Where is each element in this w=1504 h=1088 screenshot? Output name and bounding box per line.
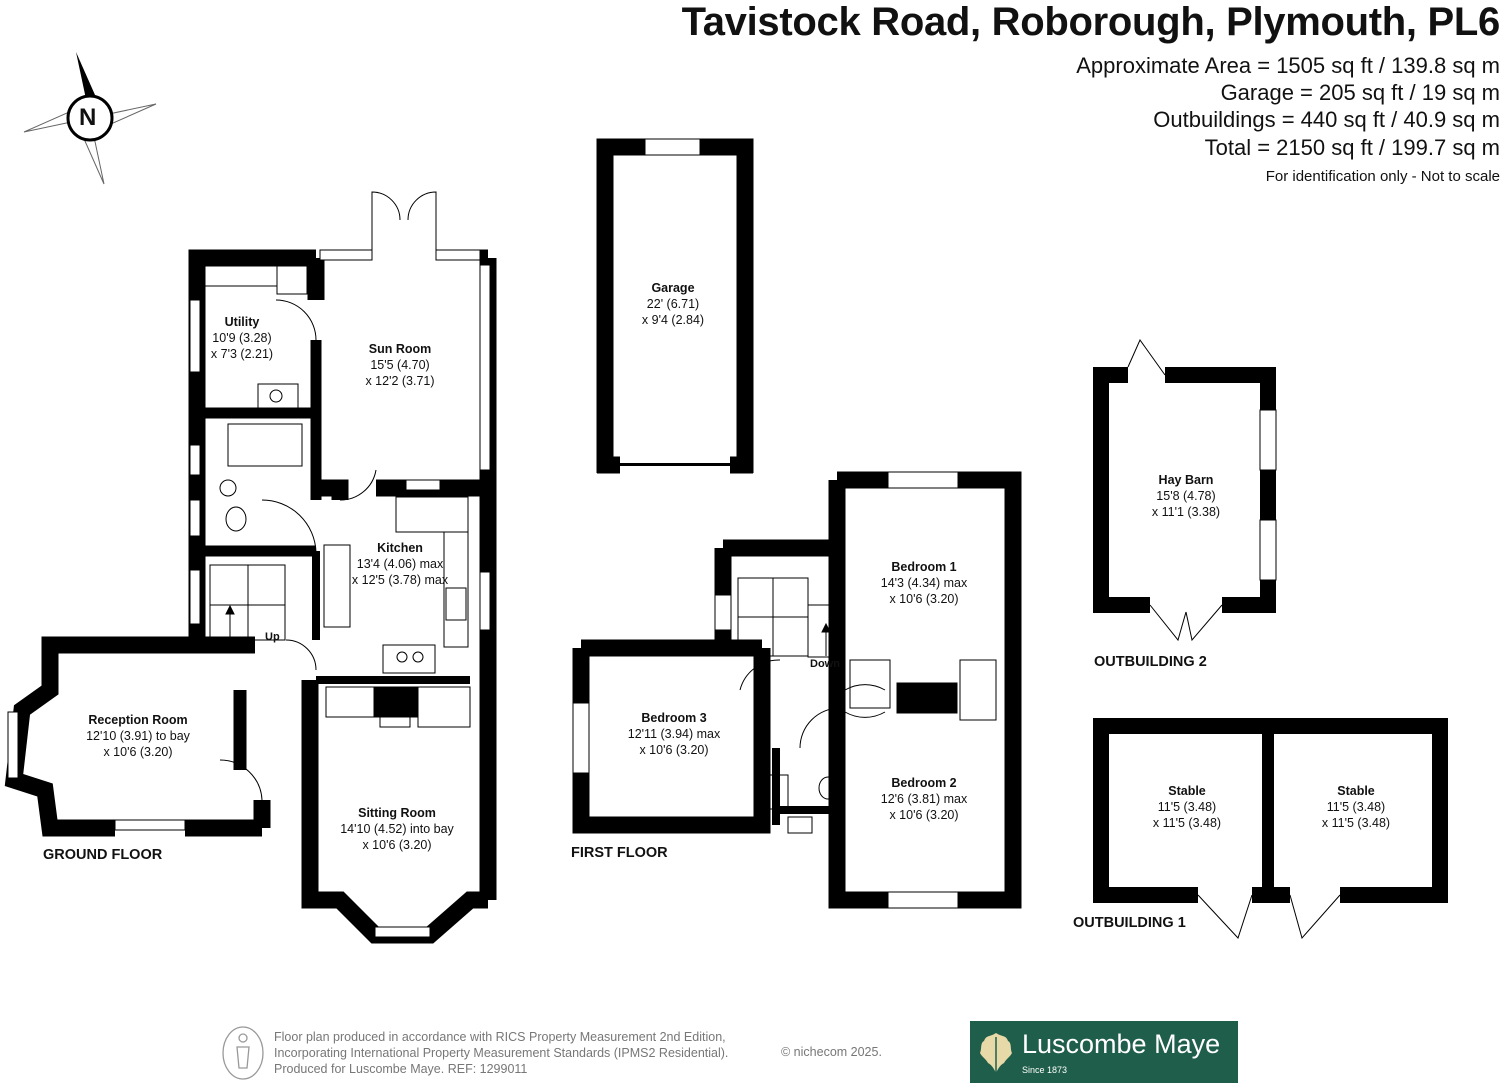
footer-line: Incorporating International Property Mea… [274, 1046, 729, 1060]
room-dimension: 11'5 (3.48) [1157, 800, 1217, 814]
room-name: Bedroom 1 [891, 560, 957, 574]
room-dimension: 12'11 (3.94) max [627, 727, 721, 741]
room-dimension: 14'3 (4.34) max [880, 576, 968, 590]
room-dimension: x 10'6 (3.20) [889, 808, 959, 822]
room-name: Stable [1337, 784, 1375, 798]
room-dimension: x 9'4 (2.84) [641, 313, 705, 327]
logo-since: Since 1873 [1022, 1065, 1068, 1075]
room-stable-2: Stable 11'5 (3.48) x 11'5 (3.48) [1322, 783, 1390, 831]
room-name: Bedroom 2 [891, 776, 957, 790]
compass-north-label: N [79, 104, 97, 131]
room-dimension: 10'9 (3.28) [212, 331, 272, 345]
first-floor-windows [572, 471, 959, 909]
room-dimension: 15'8 (4.78) [1156, 489, 1216, 503]
room-kitchen: Kitchen 13'4 (4.06) max x 12'5 (3.78) ma… [352, 540, 448, 588]
room-dimension: x 10'6 (3.20) [639, 743, 709, 757]
room-stable-1: Stable 11'5 (3.48) x 11'5 (3.48) [1153, 783, 1221, 831]
footer-line: Floor plan produced in accordance with R… [274, 1030, 726, 1044]
approximate-area: Approximate Area = 1505 sq ft / 139.8 sq… [1076, 53, 1500, 78]
outbuildings-area: Outbuildings = 440 sq ft / 40.9 sq m [1153, 107, 1500, 132]
outbuilding-1-label: OUTBUILDING 1 [1073, 915, 1186, 931]
footer-disclaimer: Floor plan produced in accordance with R… [274, 1029, 728, 1077]
ground-floor-fittings [202, 191, 471, 801]
footer-line: Produced for Luscombe Maye. REF: 1299011 [274, 1062, 528, 1076]
room-garage: Garage 22' (6.71) x 9'4 (2.84) [642, 280, 704, 328]
room-dimension: x 11'5 (3.48) [1152, 816, 1222, 830]
stairs-down-label: Down [810, 658, 840, 670]
room-dimension: x 11'1 (3.38) [1151, 505, 1221, 519]
first-floor-fittings [737, 577, 997, 810]
room-bedroom-1: Bedroom 1 14'3 (4.34) max x 10'6 (3.20) [881, 559, 967, 607]
stairs-up-label: Up [265, 631, 280, 643]
room-dimension: x 10'6 (3.20) [889, 592, 959, 606]
room-utility: Utility 10'9 (3.28) x 7'3 (2.21) [211, 314, 273, 362]
room-bedroom-2: Bedroom 2 12'6 (3.81) max x 10'6 (3.20) [881, 775, 967, 823]
garage-area: Garage = 205 sq ft / 19 sq m [1220, 80, 1500, 105]
room-name: Bedroom 3 [641, 711, 707, 725]
room-dimension: 13'4 (4.06) max [356, 557, 444, 571]
room-name: Utility [224, 315, 260, 329]
room-name: Sun Room [368, 342, 432, 356]
room-dimension: x 10'6 (3.20) [362, 838, 432, 852]
property-title: Tavistock Road, Roborough, Plymouth, PL6 [681, 0, 1501, 44]
room-name: Kitchen [377, 541, 423, 555]
room-dimension: x 12'5 (3.78) max [351, 573, 449, 587]
hay-barn-walls [1093, 367, 1276, 613]
room-dimension: 22' (6.71) [646, 297, 700, 311]
ground-floor-windows [7, 249, 491, 938]
room-dimension: 15'5 (4.70) [370, 358, 430, 372]
room-dimension: x 11'5 (3.48) [1321, 816, 1391, 830]
room-dimension: x 7'3 (2.21) [210, 347, 274, 361]
oak-leaf-icon [980, 1033, 1012, 1073]
footer-copyright: © nichecom 2025. [781, 1045, 882, 1059]
room-hay-barn: Hay Barn 15'8 (4.78) x 11'1 (3.38) [1152, 472, 1220, 520]
outbuilding-2-label: OUTBUILDING 2 [1094, 654, 1207, 670]
room-dimension: x 10'6 (3.20) [103, 745, 173, 759]
room-name: Garage [651, 281, 695, 295]
room-dimension: 11'5 (3.48) [1326, 800, 1386, 814]
room-name: Stable [1168, 784, 1206, 798]
room-reception: Reception Room 12'10 (3.91) to bay x 10'… [86, 712, 190, 760]
total-area: Total = 2150 sq ft / 199.7 sq m [1204, 135, 1500, 160]
room-bedroom-3: Bedroom 3 12'11 (3.94) max x 10'6 (3.20) [628, 710, 720, 758]
logo-name: Luscombe Maye [1022, 1029, 1221, 1059]
identification-note: For identification only - Not to scale [1265, 168, 1500, 185]
room-sitting-room: Sitting Room 14'10 (4.52) into bay x 10'… [340, 805, 454, 853]
hay-barn-windows [1259, 409, 1277, 581]
room-dimension: 12'10 (3.91) to bay [86, 729, 190, 743]
room-dimension: 12'6 (3.81) max [880, 792, 968, 806]
footer-person-icon [222, 1026, 264, 1080]
room-sun-room: Sun Room 15'5 (4.70) x 12'2 (3.71) [365, 341, 434, 389]
stables-walls [1093, 718, 1448, 903]
compass-rose-icon [23, 52, 157, 185]
first-floor-label: FIRST FLOOR [571, 845, 668, 861]
room-dimension: 14'10 (4.52) into bay [340, 822, 454, 836]
room-name: Sitting Room [358, 806, 436, 820]
room-dimension: x 12'2 (3.71) [365, 374, 435, 388]
luscombe-maye-logo: Luscombe Maye Since 1873 [970, 1021, 1238, 1083]
ground-floor-label: GROUND FLOOR [43, 847, 163, 863]
room-name: Reception Room [88, 713, 188, 727]
room-name: Hay Barn [1158, 473, 1214, 487]
